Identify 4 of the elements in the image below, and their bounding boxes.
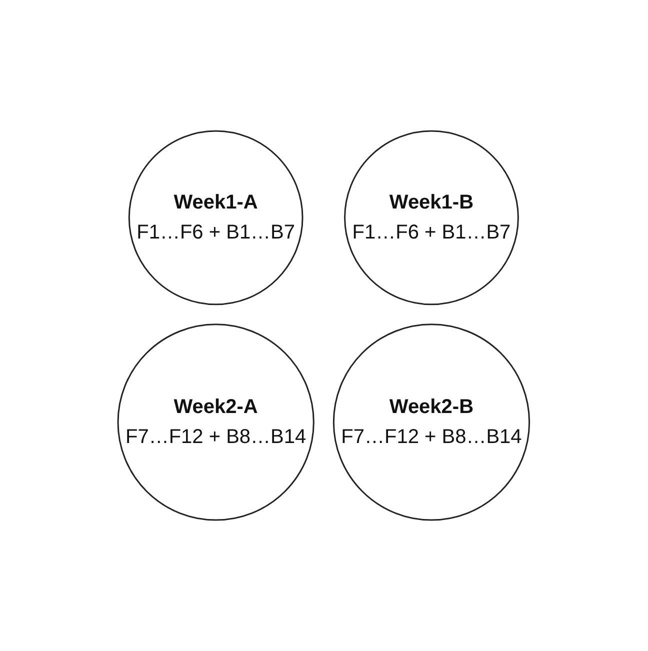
node-circle: Week1-B F1…F6 + B1…B7	[344, 130, 520, 306]
node-circle: Week2-B F7…F12 + B8…B14	[333, 324, 530, 521]
node-circle: Week2-A F7…F12 + B8…B14	[118, 324, 315, 521]
node-circle: Week1-A F1…F6 + B1…B7	[128, 130, 304, 306]
